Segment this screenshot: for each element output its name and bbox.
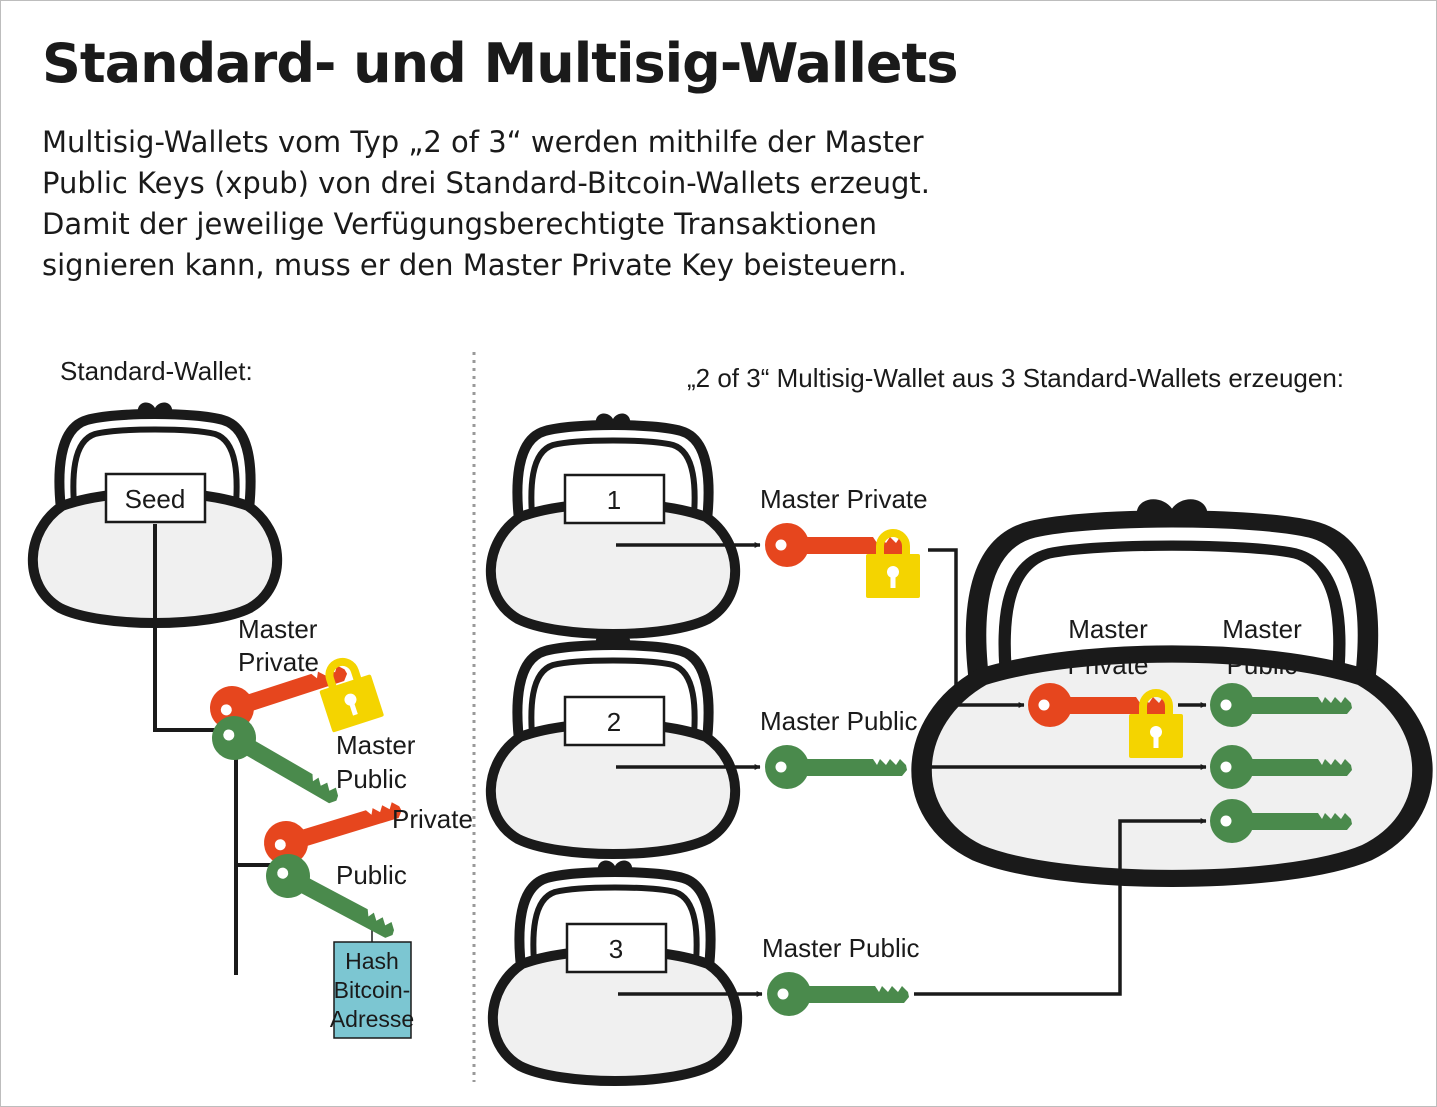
hash-label-2: Bitcoin- [334,977,411,1003]
multisig-heading: „2 of 3“ Multisig-Wallet aus 3 Standard-… [687,363,1344,393]
multisig-master-private-label-1: Master [1068,614,1148,644]
left-master-public-label-2: Public [336,764,407,794]
left-master-public-key [203,707,349,818]
wallet-1-label: 1 [607,485,621,515]
connection-arrows [616,542,1207,997]
left-private-label: Private [392,804,473,834]
standard-wallet-heading: Standard-Wallet: [60,356,253,386]
multisig-master-public-label-2: Public [1227,650,1298,680]
intro-line-2: Public Keys (xpub) von drei Standard-Bit… [42,166,931,200]
wallet-3-master-public-label: Master Public [762,933,920,963]
wallet-2-box [563,695,666,747]
intro-line-1: Multisig-Wallets vom Typ „2 of 3“ werden… [42,125,924,159]
wallet-3-box [565,922,668,974]
wallet-2-master-public-label: Master Public [760,706,918,736]
hash-address-box [333,941,412,1039]
wallet-2-label: 2 [607,707,621,737]
page-title: Standard- und Multisig-Wallets [42,32,959,95]
multisig-master-private-label-2: Private [1068,650,1149,680]
wallet-3-label: 3 [609,934,623,964]
wallet-1-master-private-label: Master Private [760,484,928,514]
left-public-label: Public [336,860,407,890]
seed-box [104,472,207,524]
hash-label-3: Adresse [330,1006,414,1032]
wallet-1-box [563,473,666,525]
left-lock-icon [313,654,384,733]
hash-label-1: Hash [345,948,399,974]
multisig-master-public-label-1: Master [1222,614,1302,644]
intro-line-3: Damit der jeweilige Verfügungsberechtigt… [42,207,878,241]
left-master-private-label-1: Master [238,614,318,644]
seed-label: Seed [125,484,186,514]
left-master-public-label-1: Master [336,730,416,760]
intro-text: Multisig-Wallets vom Typ „2 of 3“ werden… [42,122,1102,286]
intro-line-4: signieren kann, muss er den Master Priva… [42,248,907,282]
wallet-3-master-public-key [767,972,909,1016]
left-master-private-label-2: Private [238,647,319,677]
wallet-2-master-public-key [765,745,907,789]
